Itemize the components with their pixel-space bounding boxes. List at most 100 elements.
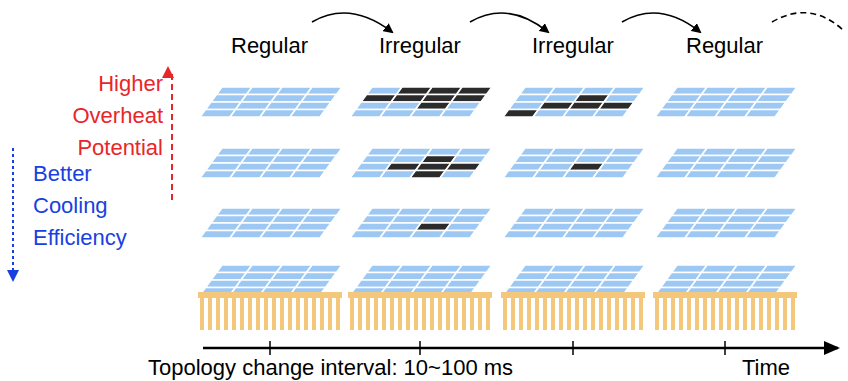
tile (604, 273, 640, 281)
tile (610, 208, 646, 216)
time-axis (203, 347, 838, 350)
tile (751, 102, 787, 110)
tile (756, 273, 792, 281)
heat-sink-fin (511, 297, 515, 330)
heat-sink-fin (615, 297, 619, 330)
tile (296, 280, 332, 288)
tile (296, 163, 332, 171)
heat-sink-fin (374, 297, 378, 330)
heat-sink-fin (232, 297, 236, 330)
heat-sink-fin (535, 297, 539, 330)
heat-sink-fin (422, 297, 426, 330)
transition-arrow (622, 13, 700, 32)
time-label: Time (742, 352, 790, 381)
heat-sink-fin (358, 297, 362, 330)
heat-sink-fin (486, 297, 490, 330)
tile (756, 216, 792, 224)
heat-sink-fin (655, 297, 659, 330)
heat-sink-fin (695, 297, 699, 330)
cooling-label: Better Cooling Efficiency (33, 158, 143, 254)
tile (599, 280, 635, 288)
tile (451, 156, 487, 164)
tile (593, 110, 629, 118)
tile (290, 231, 326, 239)
chip-layers (200, 87, 797, 295)
heat-sink-fin (462, 297, 466, 330)
tile (290, 110, 326, 118)
heat-sink-fin (703, 297, 707, 330)
tile (457, 265, 493, 273)
heat-sink-fin (390, 297, 394, 330)
tile (307, 148, 343, 156)
tile (604, 156, 640, 164)
heat-sink-fin (687, 297, 691, 330)
overheat-label: Higher Overheat Potential (53, 68, 163, 164)
tile (604, 216, 640, 224)
tile (751, 223, 787, 231)
tile (610, 148, 646, 156)
tile (756, 95, 792, 103)
heat-sink-fin (767, 297, 771, 330)
heat-sink-fin (406, 297, 410, 330)
state-label: Regular (686, 30, 763, 62)
heat-sink-fin (454, 297, 458, 330)
tile (446, 280, 482, 288)
heat-sink-fin (791, 297, 795, 330)
heat-sink-fin (671, 297, 675, 330)
tile (301, 216, 337, 224)
tile (296, 223, 332, 231)
tile (610, 87, 646, 95)
tile (762, 265, 798, 273)
tile (599, 163, 635, 171)
heat-sink-fin (446, 297, 450, 330)
heat-sinks (198, 292, 797, 330)
tile (307, 265, 343, 273)
tile (610, 265, 646, 273)
heat-sink-fin (551, 297, 555, 330)
tile (751, 163, 787, 171)
heat-sink-fin (280, 297, 284, 330)
tile (440, 110, 476, 118)
hot-tile (457, 87, 493, 95)
tile (440, 231, 476, 239)
interval-label: Topology change interval: 10~100 ms (148, 352, 513, 381)
heat-sink-fin (430, 297, 434, 330)
tile (457, 148, 493, 156)
transition-arrow (312, 13, 392, 32)
tile (599, 223, 635, 231)
heat-sink-fin (607, 297, 611, 330)
heat-sink-fin (679, 297, 683, 330)
tile (301, 95, 337, 103)
state-label: Regular (231, 30, 308, 62)
heat-sink-fin (759, 297, 763, 330)
tile (446, 223, 482, 231)
tile (446, 102, 482, 110)
state-label: Irregular (532, 30, 614, 62)
heat-sink-fin (216, 297, 220, 330)
transition-arrow (470, 13, 548, 32)
heat-sink-fin (751, 297, 755, 330)
heat-sink-fin (328, 297, 332, 330)
heat-sink-fin (559, 297, 563, 330)
axis-ticks (270, 341, 725, 355)
tile (593, 171, 629, 179)
heat-sink-fin (208, 297, 212, 330)
heat-sink-fin (599, 297, 603, 330)
heat-sink-fin (583, 297, 587, 330)
tile (762, 148, 798, 156)
heat-sink-fin (312, 297, 316, 330)
state-label: Irregular (379, 30, 461, 62)
tile (756, 156, 792, 164)
heat-sink-fin (719, 297, 723, 330)
heat-sink-fin (631, 297, 635, 330)
heat-sink-fin (256, 297, 260, 330)
heat-sink-fin (414, 297, 418, 330)
heat-sink-fin (336, 297, 340, 330)
heat-sink-fin (304, 297, 308, 330)
hot-tile (599, 102, 635, 110)
heat-sink-fin (575, 297, 579, 330)
heat-sink-fin (519, 297, 523, 330)
heat-sink-fin (735, 297, 739, 330)
heat-sink-fin (264, 297, 268, 330)
heat-sink-fin (503, 297, 507, 330)
